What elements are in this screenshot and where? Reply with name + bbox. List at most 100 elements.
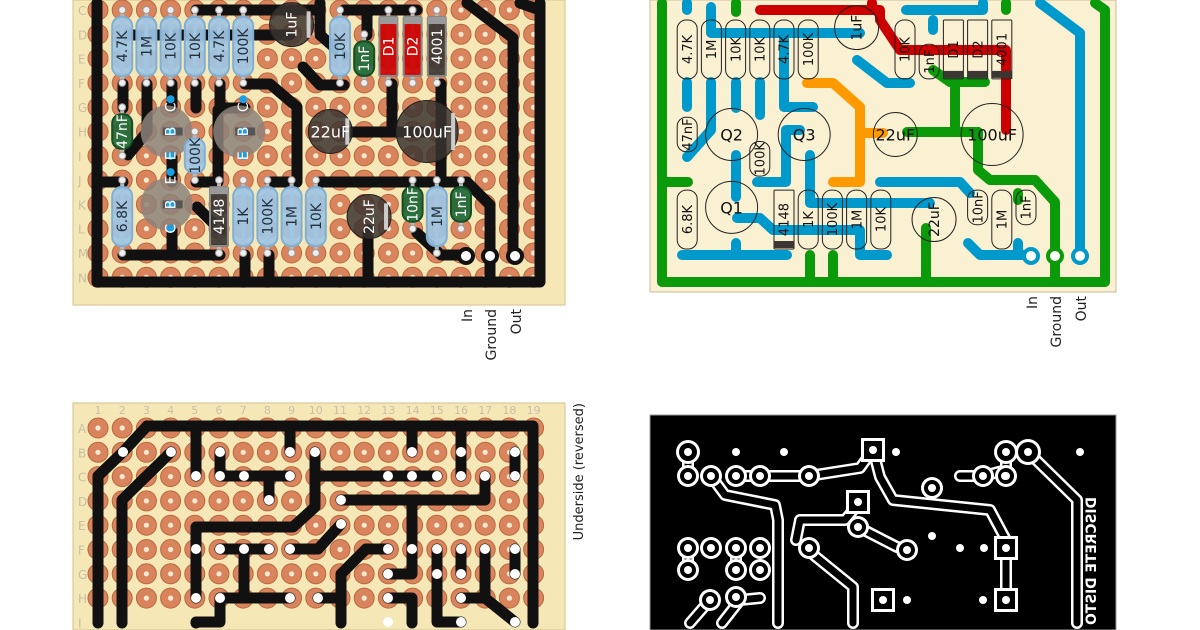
pcb-drill-hole	[805, 472, 813, 480]
pcb-drill-hole	[732, 544, 740, 552]
solder-hole	[191, 593, 201, 603]
pcb-drill-hole	[780, 448, 788, 456]
component-label: 1M	[139, 36, 155, 57]
pcb-drill-hole	[805, 544, 813, 552]
capacitor-1uf: 1uF	[269, 2, 315, 48]
transistor-outline	[705, 180, 759, 234]
diode-band	[210, 187, 228, 195]
pad-hole	[143, 522, 149, 528]
row-label: F	[78, 77, 85, 91]
pin-dot	[166, 127, 175, 136]
row-label: I	[78, 616, 82, 630]
capacitor-22uf: 22uF	[911, 197, 957, 243]
pcb-trace	[801, 544, 857, 627]
component-label: 100K	[188, 137, 204, 174]
pad-hole	[313, 104, 319, 110]
pcb-drill-hole	[903, 596, 911, 604]
diode-4001: 4001	[991, 19, 1013, 80]
lead-end	[384, 6, 393, 14]
component-body	[725, 19, 747, 80]
component-label: 1nF	[357, 46, 373, 72]
component-body	[846, 189, 868, 250]
lead-end	[360, 30, 369, 39]
component-body	[401, 186, 424, 223]
connector-hole	[461, 251, 471, 261]
pcb-drill-hole	[854, 498, 862, 506]
pcb-drill-hole	[732, 593, 740, 601]
underside-trace	[141, 420, 539, 629]
component-label: 1K	[802, 211, 817, 228]
component-label: 100K	[260, 198, 276, 235]
solder-hole	[239, 471, 249, 481]
pad-hole	[385, 153, 391, 159]
solder-hole	[456, 544, 466, 554]
resistor-1m: 1M	[280, 176, 303, 257]
component-body	[676, 116, 698, 153]
component-body	[918, 43, 940, 80]
lead-end	[166, 6, 175, 14]
diode-band	[774, 241, 794, 248]
pcb-drill-hole	[1076, 448, 1084, 456]
component-label: 100K	[236, 28, 252, 65]
diode-d1: D1	[942, 19, 964, 80]
underside-trace	[335, 470, 491, 506]
wire-trace	[1035, 0, 1085, 260]
pad-hole	[264, 153, 270, 159]
pcb-drill-hole	[980, 544, 988, 552]
lead-end	[118, 6, 127, 14]
copper-trace	[514, 0, 546, 16]
component-body	[111, 186, 134, 248]
pad-hole	[168, 474, 174, 480]
pad-hole	[482, 56, 488, 62]
component-label: 1nF	[1020, 195, 1035, 219]
connector-hole	[485, 251, 495, 261]
component-body	[700, 19, 722, 80]
lead-end	[239, 78, 248, 87]
pcb-drill-hole	[892, 448, 900, 456]
component-label: 1M	[850, 210, 865, 230]
diode-band	[967, 70, 988, 78]
transistor-q1: Q1	[705, 180, 759, 234]
lead-end	[215, 6, 223, 14]
component-body	[1015, 189, 1037, 226]
pad-hole	[264, 449, 270, 455]
component-body	[111, 16, 134, 77]
component-label: 10K	[309, 202, 325, 230]
pcb-drill-hole	[707, 472, 715, 480]
column-number: 5	[191, 404, 198, 417]
pcb-drill-hole	[979, 472, 987, 480]
component-label: 6.8K	[115, 200, 131, 232]
pad-hole	[410, 250, 416, 256]
row-label: N	[78, 271, 87, 285]
lead-end	[215, 78, 223, 87]
resistor-100k: 100K	[183, 127, 206, 185]
pad-hole	[264, 104, 270, 110]
solder-hole	[407, 447, 417, 457]
capacitor-outline	[911, 197, 957, 243]
pad-hole	[482, 153, 488, 159]
pcb-drill-hole	[1002, 544, 1010, 552]
capacitor-body	[346, 194, 392, 240]
component-label: D1	[381, 37, 397, 57]
pad-hole	[143, 498, 149, 504]
capacitor-22uf: 22uF	[872, 112, 918, 157]
pcb-drill-hole	[684, 472, 692, 480]
pad-hole	[337, 201, 343, 207]
pad-hole	[458, 522, 464, 528]
component-label: 4148	[212, 199, 228, 235]
solder-hole	[166, 447, 176, 457]
pcb-drill-hole	[928, 484, 936, 492]
polarity-stripe	[451, 112, 456, 151]
diode-band	[943, 70, 964, 78]
wire-trace	[732, 213, 892, 260]
component-body	[208, 16, 230, 77]
connector-hole	[1075, 251, 1085, 261]
component-body	[773, 189, 795, 250]
pcb-drill-hole	[684, 448, 692, 456]
lead-end	[336, 6, 344, 14]
pad-hole	[506, 522, 512, 528]
component-label: 1M	[430, 206, 446, 227]
resistor-10k: 10K	[894, 19, 916, 80]
pad-hole	[482, 104, 488, 110]
pad-hole	[240, 449, 246, 455]
